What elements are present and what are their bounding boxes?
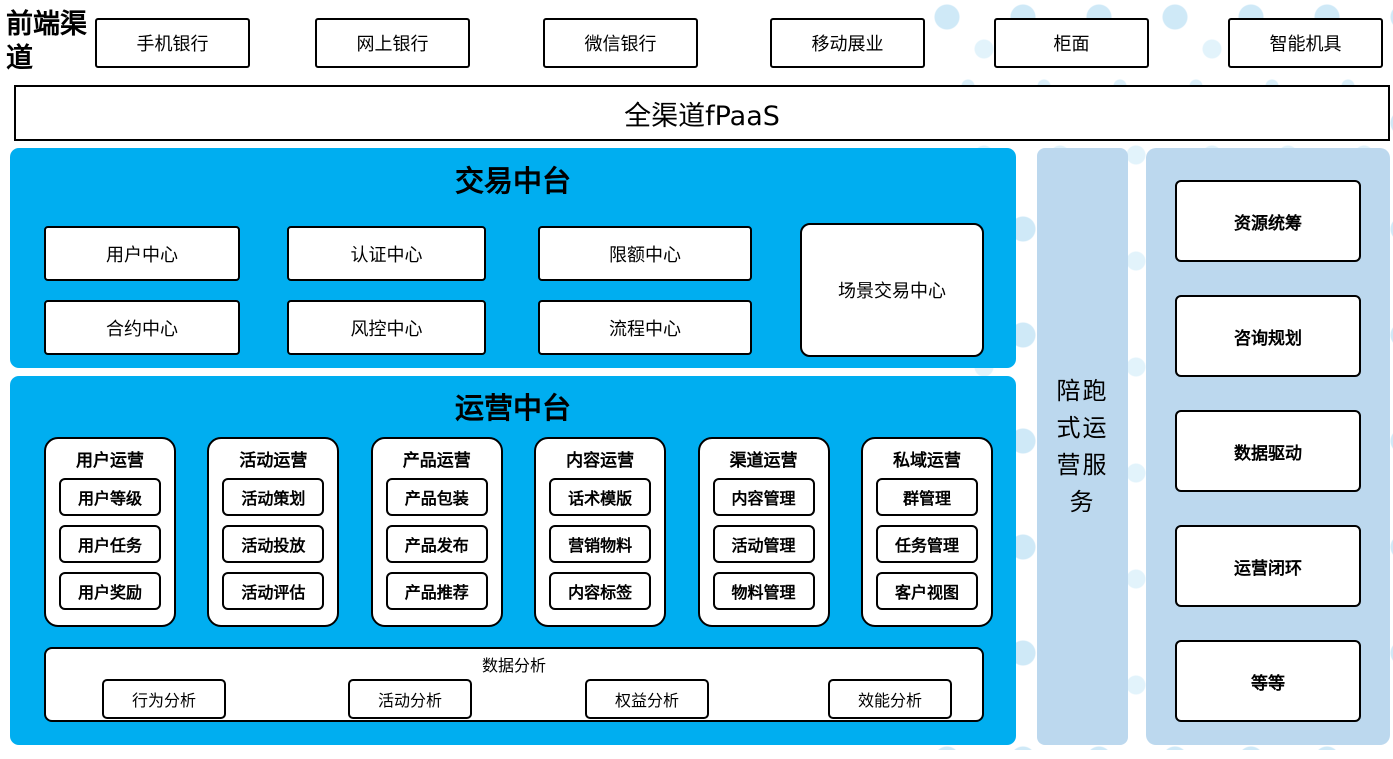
ops-item: 活动管理	[712, 525, 815, 563]
ops-item: 物料管理	[712, 572, 815, 610]
ops-column-title: 渠道运营	[729, 451, 798, 471]
channel-box-smart-devices: 智能机具	[1228, 18, 1383, 68]
data-analysis-title: 数据分析	[481, 656, 546, 675]
ops-column-title: 私域运营	[892, 451, 961, 471]
service-box-consulting: 咨询规划	[1175, 295, 1361, 377]
channel-box-mobile-banking: 手机银行	[95, 18, 250, 68]
ops-item: 用户任务	[59, 525, 161, 563]
ops-item: 产品包装	[385, 478, 488, 516]
center-box-risk: 风控中心	[287, 300, 486, 355]
ops-platform-block: 运营中台 用户运营 用户等级 用户任务 用户奖励 活动运营 活动策划 活动投放 …	[10, 376, 1016, 745]
ops-column-title: 内容运营	[566, 451, 635, 471]
service-box-data-driven: 数据驱动	[1175, 410, 1361, 492]
center-box-contract: 合约中心	[44, 300, 240, 355]
center-box-auth: 认证中心	[287, 226, 486, 281]
service-box-closed-loop: 运营闭环	[1175, 525, 1361, 607]
ops-item: 用户等级	[59, 478, 161, 516]
center-box-user: 用户中心	[44, 226, 240, 281]
companion-service-bar: 陪跑式运营服务	[1037, 148, 1128, 745]
ops-column-private-domain: 私域运营 群管理 任务管理 客户视图	[860, 437, 993, 627]
ops-item: 活动投放	[222, 525, 325, 563]
companion-service-label: 陪跑式运营服务	[1056, 376, 1109, 516]
ops-item: 群管理	[875, 478, 978, 516]
ops-column-activity: 活动运营 活动策划 活动投放 活动评估	[207, 437, 340, 627]
center-box-scene-trade: 场景交易中心	[800, 223, 984, 357]
channel-box-mobile-outreach: 移动展业	[770, 18, 925, 68]
ops-column-title: 用户运营	[76, 451, 144, 471]
ops-item: 内容标签	[549, 572, 652, 610]
ops-column-product: 产品运营 产品包装 产品发布 产品推荐	[370, 437, 503, 627]
ops-item: 话术模版	[549, 478, 652, 516]
channel-box-counter: 柜面	[994, 18, 1149, 68]
ops-item: 客户视图	[875, 572, 978, 610]
ops-column-title: 活动运营	[239, 451, 308, 471]
service-box-etc: 等等	[1175, 640, 1361, 722]
channel-box-online-banking: 网上银行	[315, 18, 470, 68]
trade-platform-title: 交易中台	[454, 164, 571, 198]
ops-item: 产品推荐	[385, 572, 488, 610]
ops-item: 活动评估	[222, 572, 325, 610]
service-column: 资源统筹 咨询规划 数据驱动 运营闭环 等等	[1146, 148, 1390, 745]
trade-platform-block: 交易中台 用户中心 认证中心 限额中心 合约中心 风控中心 流程中心 场景交易中…	[10, 148, 1016, 368]
service-box-resource: 资源统筹	[1175, 180, 1361, 262]
ops-item: 活动策划	[222, 478, 325, 516]
analysis-box-rights: 权益分析	[585, 679, 709, 719]
analysis-box-efficiency: 效能分析	[828, 679, 952, 719]
ops-item: 用户奖励	[59, 572, 161, 610]
ops-column-channel: 渠道运营 内容管理 活动管理 物料管理	[697, 437, 830, 627]
ops-item: 任务管理	[875, 525, 978, 563]
front-channels-label: 前端渠道	[6, 9, 87, 74]
ops-columns: 用户运营 用户等级 用户任务 用户奖励 活动运营 活动策划 活动投放 活动评估 …	[44, 437, 993, 627]
data-analysis-panel: 数据分析 行为分析 活动分析 权益分析 效能分析	[44, 647, 984, 722]
ops-column-content: 内容运营 话术模版 营销物料 内容标签	[534, 437, 667, 627]
ops-item: 产品发布	[385, 525, 488, 563]
ops-item: 内容管理	[712, 478, 815, 516]
analysis-box-activity: 活动分析	[348, 679, 472, 719]
channel-box-wechat-banking: 微信银行	[543, 18, 698, 68]
ops-column-title: 产品运营	[402, 451, 471, 471]
ops-item: 营销物料	[549, 525, 652, 563]
ops-platform-title: 运营中台	[454, 391, 571, 425]
center-box-process: 流程中心	[538, 300, 752, 355]
center-box-limit: 限额中心	[538, 226, 752, 281]
ops-column-user: 用户运营 用户等级 用户任务 用户奖励	[44, 437, 176, 627]
fpaas-bar: 全渠道fPaaS	[14, 85, 1390, 141]
analysis-box-behavior: 行为分析	[102, 679, 226, 719]
